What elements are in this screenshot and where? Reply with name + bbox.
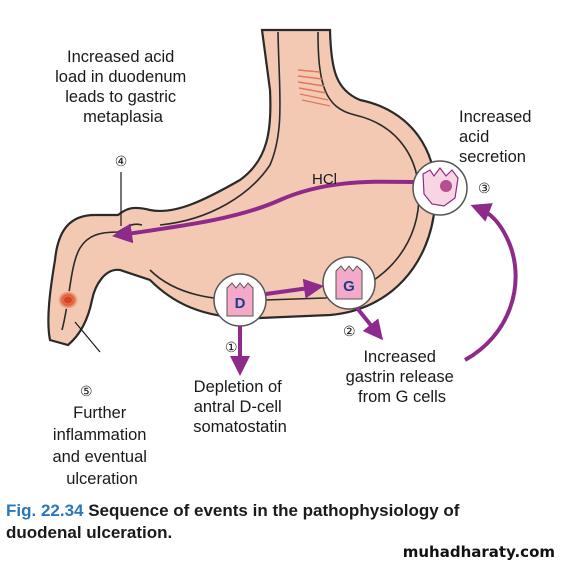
figure-caption: Fig. 22.34 Sequence of events in the pat…	[6, 500, 526, 544]
ulcer-core	[64, 296, 72, 304]
pathophysiology-diagram: HCl D G Increased acid load in duodenum …	[47, 28, 536, 488]
step1-label: Depletion of antral D-cell somatostatin	[193, 378, 287, 436]
watermark: muhadharaty.com	[402, 543, 555, 561]
hcl-flow-arrow	[112, 179, 419, 244]
d-cell-label: D	[235, 295, 246, 312]
g-cell-label: G	[343, 278, 355, 295]
d-cell-body	[226, 282, 254, 317]
step2-label: Increased gastrin release from G cells	[346, 348, 459, 406]
step1-number: ①	[225, 339, 238, 355]
gastrin-feedback-arrow	[464, 203, 518, 362]
step3-number: ③	[478, 180, 491, 196]
step3-label: Increased acid secretion	[459, 108, 536, 166]
step2-number: ②	[343, 323, 356, 339]
step2-arrow	[355, 306, 384, 341]
step4-number: ④	[115, 153, 128, 169]
d-to-g-arrow	[265, 278, 324, 299]
step5-number: ⑤	[80, 383, 93, 399]
hcl-label: HCl	[312, 171, 337, 188]
rugae-marks	[297, 69, 331, 107]
step5-leader	[74, 321, 101, 353]
g-cell-body	[335, 265, 363, 300]
step5-label: Further inflammation and eventual ulcera…	[52, 404, 151, 488]
figure-label: Fig. 22.34	[6, 501, 84, 520]
step4-label: Increased acid load in duodenum leads to…	[55, 48, 191, 126]
caption-text: Sequence of events in the pathophysiolog…	[6, 501, 460, 542]
parietal-nucleus-icon	[440, 180, 452, 192]
